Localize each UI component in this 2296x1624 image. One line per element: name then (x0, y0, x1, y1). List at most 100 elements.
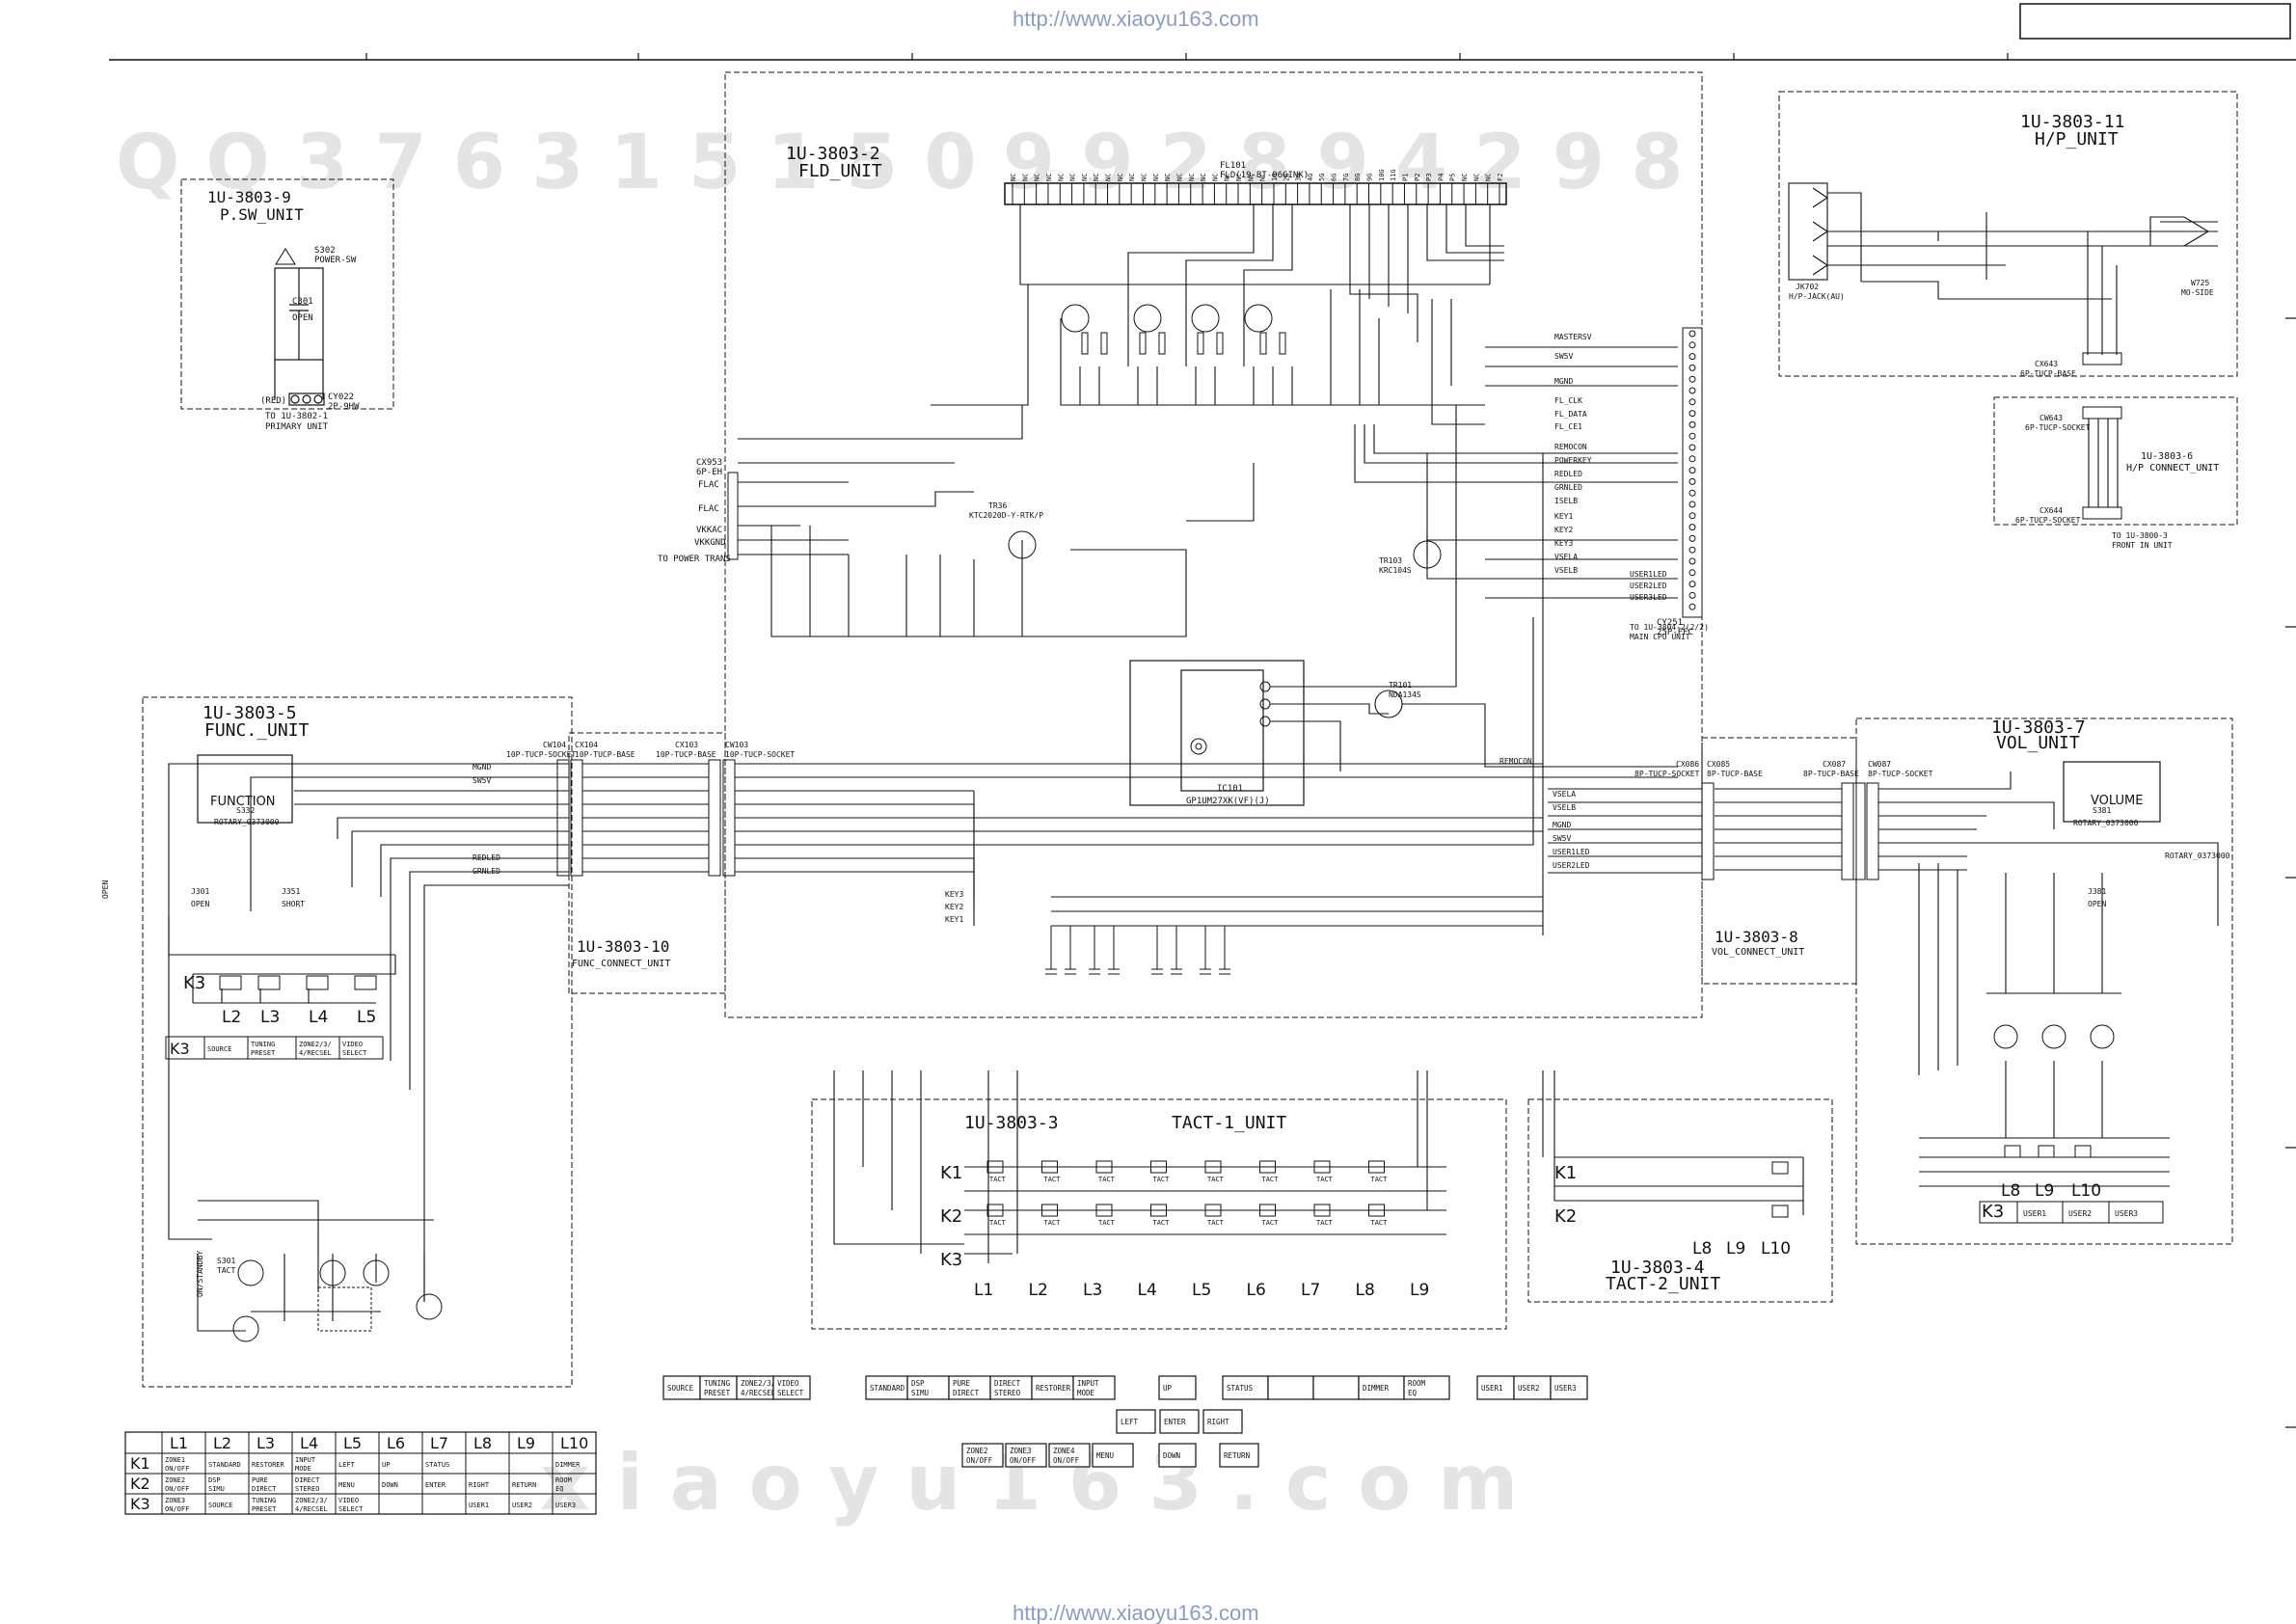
svg-text:KTC2020D-Y-RTK/P: KTC2020D-Y-RTK/P (969, 511, 1043, 520)
panel-button-label: VIDEO (777, 1379, 799, 1388)
svg-text:J351: J351 (282, 887, 300, 896)
matrix-row-key: K1 (130, 1454, 150, 1473)
svg-text:GP1UM27XK(VF)(J): GP1UM27XK(VF)(J) (1186, 797, 1270, 806)
svg-text:FL_CE1: FL_CE1 (1554, 422, 1582, 431)
svg-text:FLAC: FLAC (698, 504, 719, 514)
panel-button-label: ON/OFF (1053, 1456, 1080, 1465)
fld-pin-label: 1G (1271, 174, 1279, 181)
panel-button: ZONE2/3/4/RECSEL (736, 1375, 776, 1400)
panel-button-label: DIRECT (994, 1379, 1021, 1388)
svg-text:VSELB: VSELB (1553, 803, 1576, 812)
tact2-col-label: L9 (1726, 1239, 1745, 1259)
panel-button-label: STEREO (994, 1389, 1021, 1397)
tact-label: TACT (1262, 1219, 1280, 1227)
matrix-cell: ON/OFF (165, 1505, 189, 1513)
svg-text:MGND: MGND (473, 763, 491, 771)
matrix-col-header: L9 (517, 1434, 535, 1452)
matrix-cell: STANDARD (208, 1461, 241, 1469)
svg-text:TR36: TR36 (988, 501, 1007, 510)
matrix-col-header: L8 (473, 1434, 492, 1452)
k3-legend-item: PRESET (251, 1049, 276, 1057)
fld-pin-label: F2 (1497, 174, 1504, 181)
matrix-col-header: L10 (560, 1434, 588, 1452)
fld-pin-label: NC (1200, 174, 1207, 181)
svg-text:K2: K2 (1554, 1206, 1577, 1227)
fld-pin-label: 6G (1331, 174, 1338, 181)
func-col-label: L3 (260, 1008, 280, 1027)
panel-button-label: USER3 (1554, 1384, 1577, 1393)
tact1-col-label: L2 (1029, 1281, 1048, 1300)
fld-pin-label: P3 (1425, 174, 1433, 181)
fld-pin-label: 9G (1366, 174, 1374, 181)
svg-text:K3: K3 (940, 1250, 962, 1270)
svg-text:USER2LED: USER2LED (1553, 861, 1590, 870)
matrix-cell: RESTORER (252, 1461, 285, 1469)
svg-text:CW087: CW087 (1868, 760, 1891, 769)
tact-label: TACT (1316, 1176, 1334, 1183)
matrix-row-key: K3 (130, 1495, 150, 1513)
panel-button: USER2 (1513, 1375, 1552, 1400)
func-col-label: L5 (357, 1008, 376, 1027)
matrix-cell: LEFT (338, 1461, 356, 1469)
panel-button: DIMMER (1358, 1375, 1405, 1400)
footer-url[interactable]: http://www.xiaoyu163.com (1013, 1601, 1259, 1624)
svg-text:TR101: TR101 (1389, 681, 1412, 690)
fld-pin-label: 7G (1342, 174, 1350, 181)
matrix-cell: ENTER (425, 1481, 446, 1489)
svg-text:W725: W725 (2191, 279, 2209, 287)
svg-text:K3: K3 (1982, 1202, 2004, 1222)
front-panel-layout: SOURCETUNINGPRESETZONE2/3/4/RECSELVIDEOS… (662, 1375, 1588, 1468)
fld-pin-label: 3G (1295, 174, 1303, 181)
svg-text:KEY1: KEY1 (945, 915, 963, 924)
tact1-unit-name: TACT-1_UNIT (1172, 1113, 1286, 1133)
svg-text:CX087: CX087 (1823, 760, 1846, 769)
svg-text:CW643: CW643 (2039, 414, 2063, 422)
fld-pin-label: NC (1224, 174, 1231, 181)
panel-button-label: ZONE3 (1010, 1447, 1032, 1455)
svg-text:8P-TUCP-BASE: 8P-TUCP-BASE (1803, 770, 1859, 778)
fld-pin-label: P2 (1414, 174, 1421, 181)
matrix-col-header: L2 (213, 1434, 231, 1452)
svg-text:ISELB: ISELB (1554, 497, 1578, 505)
fld-pin-label: NC (1472, 174, 1480, 181)
matrix-cell: RETURN (512, 1481, 536, 1489)
matrix-cell: USER3 (555, 1502, 576, 1509)
k3-legend-item: SOURCE (207, 1045, 231, 1053)
svg-text:S381: S381 (2093, 806, 2111, 815)
svg-text:25P-FFC: 25P-FFC (1657, 628, 1693, 637)
panel-button-label: DIMMER (1363, 1384, 1390, 1393)
matrix-cell: SIMU (208, 1485, 225, 1493)
svg-text:VKKGND: VKKGND (694, 538, 726, 548)
svg-text:K2: K2 (940, 1206, 962, 1227)
svg-text:POWER-SW: POWER-SW (314, 256, 357, 265)
svg-text:VSELA: VSELA (1553, 790, 1576, 798)
vol-unit-id: 1U-3803-7 (1991, 717, 2086, 738)
tact-label: TACT (1153, 1176, 1171, 1183)
svg-text:TR103: TR103 (1379, 556, 1402, 565)
header-url[interactable]: http://www.xiaoyu163.com (1013, 7, 1259, 31)
vol-k3-legend-item: USER3 (2115, 1209, 2138, 1218)
fld-pin-label: NC (1175, 174, 1183, 181)
vol-k3-legend-item: USER2 (2068, 1209, 2092, 1218)
matrix-cell: ON/OFF (165, 1465, 189, 1473)
matrix-cell: STEREO (295, 1485, 319, 1493)
hp-unit: 1U-3803-11 H/P_UNIT JK702 H/P-JACK(AU) W… (1778, 91, 2238, 378)
panel-button-label: STATUS (1227, 1384, 1254, 1393)
svg-text:PRIMARY UNIT: PRIMARY UNIT (265, 422, 329, 432)
svg-text:CX643: CX643 (2035, 360, 2058, 368)
tact-label: TACT (1371, 1219, 1389, 1227)
k3-legend-item: SELECT (342, 1049, 367, 1057)
fld-pin-label: NC (1259, 174, 1267, 181)
svg-text:KEY3: KEY3 (1554, 539, 1573, 548)
k3-legend-key: K3 (170, 1040, 190, 1058)
svg-text:TO 1U-3802-1: TO 1U-3802-1 (265, 412, 328, 421)
psw-unit: 1U-3803-9 P.SW_UNIT S302 POWER-SW C301 O… (180, 178, 394, 432)
panel-button: USER3 (1550, 1375, 1588, 1400)
svg-text:FL_DATA: FL_DATA (1554, 410, 1587, 419)
matrix-cell: PURE (252, 1476, 268, 1484)
svg-text:MGND: MGND (1554, 377, 1573, 386)
panel-button-label: ENTER (1164, 1418, 1186, 1426)
